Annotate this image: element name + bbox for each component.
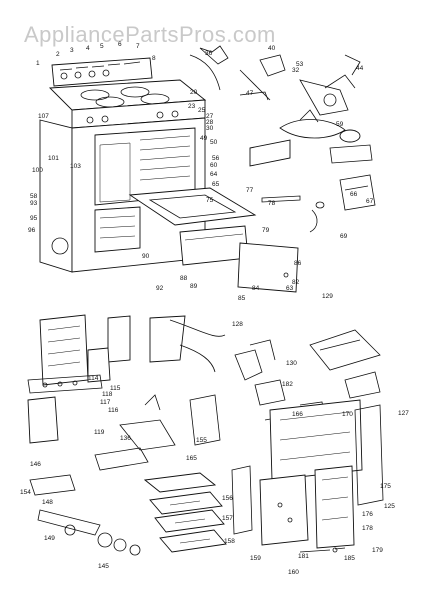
- callout-66: 66: [350, 191, 358, 198]
- callout-118: 118: [102, 391, 113, 398]
- callout-96: 96: [28, 227, 36, 234]
- callout-93: 93: [30, 200, 38, 207]
- callout-117: 117: [100, 399, 111, 406]
- callout-49: 49: [200, 135, 208, 142]
- callout-90: 90: [142, 253, 150, 260]
- callout-25: 25: [198, 107, 206, 114]
- callout-4: 4: [86, 45, 90, 52]
- callout-181: 181: [298, 553, 309, 560]
- callout-89: 89: [190, 283, 198, 290]
- callout-3: 3: [70, 47, 74, 54]
- callout-77: 77: [246, 187, 254, 194]
- callout-175: 175: [380, 483, 391, 490]
- callout-128: 128: [232, 321, 243, 328]
- callout-32: 32: [292, 67, 300, 74]
- callout-5: 5: [100, 43, 104, 50]
- callout-148: 148: [42, 499, 53, 506]
- callout-86: 86: [294, 260, 302, 267]
- callout-114: 114: [88, 375, 99, 382]
- callout-158: 158: [224, 538, 235, 545]
- side-panels-and-racks: [27, 314, 226, 444]
- callout-159: 159: [250, 555, 261, 562]
- callout-64: 64: [210, 171, 218, 178]
- callout-60: 60: [210, 162, 218, 169]
- callout-125: 125: [384, 503, 395, 510]
- callout-166: 166: [292, 411, 303, 418]
- callout-95: 95: [30, 215, 38, 222]
- callout-6: 6: [118, 41, 122, 48]
- callout-149: 149: [44, 535, 55, 542]
- callout-8: 8: [152, 55, 156, 62]
- callout-44: 44: [356, 65, 364, 72]
- callout-7: 7: [136, 43, 140, 50]
- range-cabinet-assembly: [39, 57, 301, 293]
- callout-156: 156: [222, 495, 233, 502]
- oven-burner-assembly: [249, 109, 376, 233]
- callout-67: 67: [366, 198, 374, 205]
- callout-146: 146: [30, 461, 41, 468]
- callout-40: 40: [268, 45, 276, 52]
- callout-53: 53: [296, 61, 304, 68]
- callout-176: 176: [362, 511, 373, 518]
- callout-127: 127: [398, 410, 409, 417]
- callout-145: 145: [98, 563, 109, 570]
- callout-103: 103: [70, 163, 81, 170]
- callout-129: 129: [322, 293, 333, 300]
- callout-79: 79: [262, 227, 270, 234]
- callout-100: 100: [32, 167, 43, 174]
- callout-65: 65: [212, 181, 220, 188]
- callout-47: 47: [246, 90, 254, 97]
- callout-185: 185: [344, 555, 355, 562]
- callout-92: 92: [156, 285, 164, 292]
- callout-20: 20: [190, 89, 198, 96]
- callout-165: 165: [186, 455, 197, 462]
- callout-28: 28: [206, 119, 214, 126]
- callout-119: 119: [94, 429, 105, 436]
- callout-107: 107: [38, 113, 49, 120]
- callout-75: 75: [206, 197, 214, 204]
- callout-1: 1: [36, 60, 40, 67]
- callout-58: 58: [30, 193, 38, 200]
- callout-85: 85: [238, 295, 246, 302]
- callout-56: 56: [212, 155, 220, 162]
- callout-69: 69: [340, 233, 348, 240]
- callout-130: 130: [286, 360, 297, 367]
- watermark-text: AppliancePartsPros.com: [24, 22, 276, 47]
- callout-2: 2: [56, 51, 60, 58]
- burner-manifold-assembly: [189, 45, 361, 116]
- callout-84: 84: [252, 285, 260, 292]
- callout-116: 116: [108, 407, 119, 414]
- callout-27: 27: [206, 113, 214, 120]
- callout-63: 63: [286, 285, 294, 292]
- callout-30: 30: [206, 125, 214, 132]
- fittings-and-igniters: [29, 394, 221, 556]
- callout-88: 88: [180, 275, 188, 282]
- callout-155: 155: [196, 437, 207, 444]
- callout-157: 157: [222, 515, 233, 522]
- callout-136: 136: [120, 435, 131, 442]
- callout-23: 23: [188, 103, 196, 110]
- callout-59: 59: [336, 121, 344, 128]
- callout-101: 101: [48, 155, 59, 162]
- callout-36: 36: [205, 50, 213, 57]
- callout-154: 154: [20, 489, 31, 496]
- callout-115: 115: [110, 385, 121, 392]
- oven-bottom-panels: [143, 472, 227, 553]
- callout-82: 82: [292, 279, 300, 286]
- callout-170: 170: [342, 411, 353, 418]
- rear-frame-assembly: [231, 399, 384, 553]
- callout-50: 50: [210, 139, 218, 146]
- callout-78: 78: [268, 200, 276, 207]
- callout-160: 160: [288, 569, 299, 576]
- callout-178: 178: [362, 525, 373, 532]
- callout-182: 182: [282, 381, 293, 388]
- callout-179: 179: [372, 547, 383, 554]
